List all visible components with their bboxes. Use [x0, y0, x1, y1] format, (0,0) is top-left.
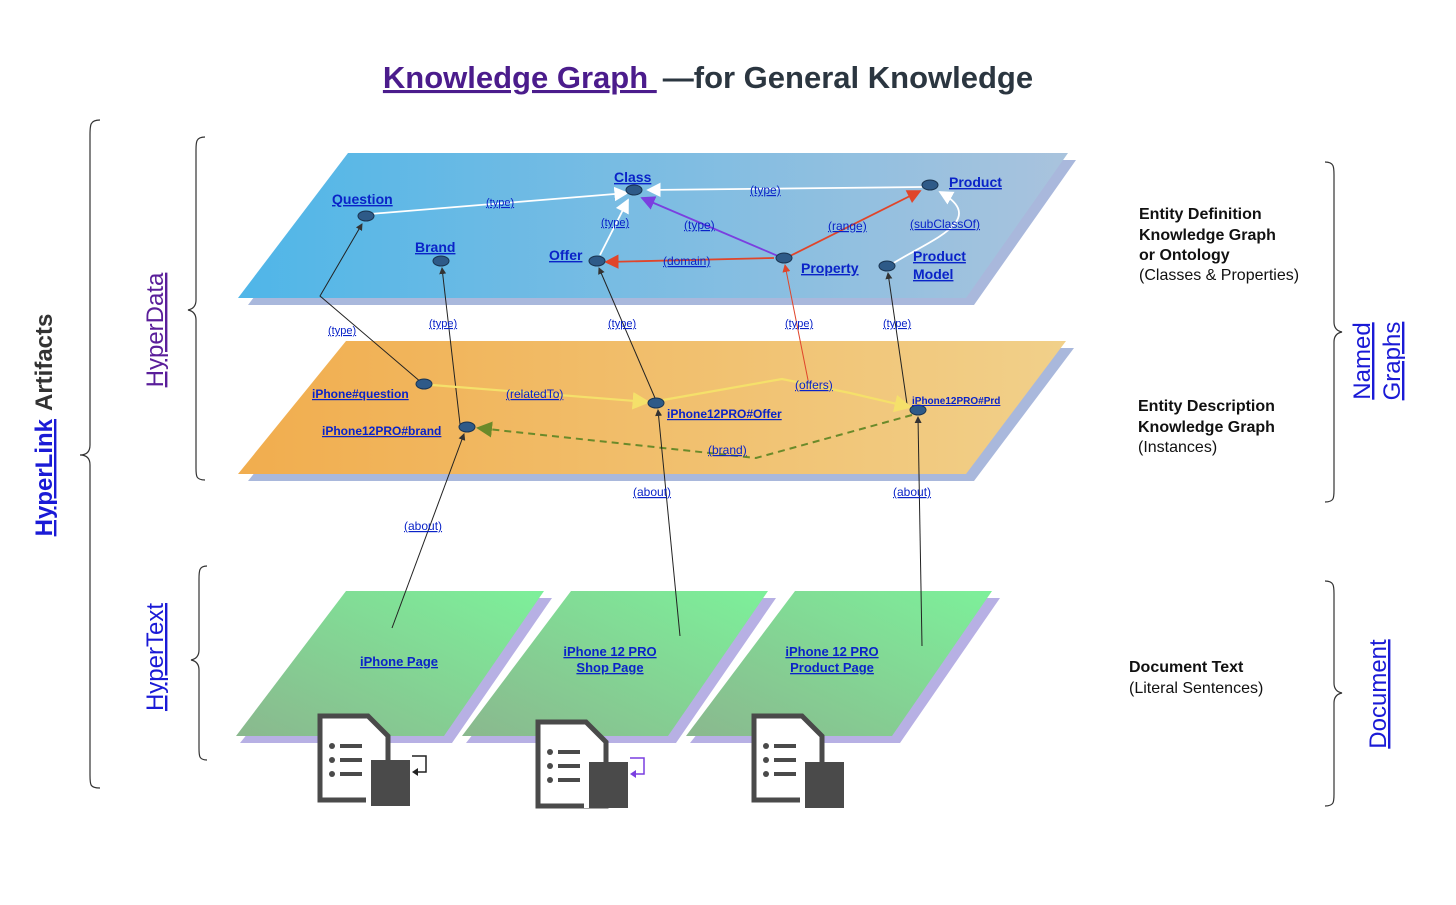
label-question[interactable]: Question: [332, 191, 393, 207]
label-class[interactable]: Class: [614, 169, 652, 185]
label-iphone-question[interactable]: iPhone#question: [312, 387, 409, 401]
about-label-3[interactable]: (about): [893, 485, 931, 499]
node-product-model[interactable]: [878, 260, 896, 272]
hypertext-brace: [190, 565, 208, 761]
hyperlink-link[interactable]: HyperLink: [31, 418, 58, 536]
node-class[interactable]: [625, 184, 643, 196]
edge-label-domain[interactable]: (domain): [663, 254, 710, 268]
type-link-brand: [439, 267, 461, 425]
label-property[interactable]: Property: [801, 260, 859, 276]
edge-property-class: [640, 196, 779, 257]
doc2-plane[interactable]: [462, 591, 768, 736]
edge-label-offer-type[interactable]: (type): [601, 217, 629, 229]
page-title: Knowledge Graph —for General Knowledge: [383, 60, 1033, 95]
type-link-offers-property: [782, 264, 809, 381]
node-iphone12pro-prd[interactable]: [909, 404, 927, 416]
doc2-label-line2[interactable]: Shop Page: [576, 660, 643, 675]
node-offer[interactable]: [588, 255, 606, 267]
edge-label-brand[interactable]: (brand): [708, 443, 747, 457]
document-brace: [1324, 580, 1343, 807]
edge-label-product-type[interactable]: (type): [750, 183, 781, 197]
edge-subclassof: [891, 191, 960, 265]
type-label-product[interactable]: (type): [883, 318, 911, 330]
edge-label-subclassof[interactable]: (subClassOf): [910, 217, 980, 231]
document-book-icon-3: [751, 713, 844, 808]
document-book-icon-1: [317, 713, 427, 806]
node-product[interactable]: [921, 179, 939, 191]
title-rest: —for General Knowledge: [663, 60, 1033, 95]
doc1-label[interactable]: iPhone Page: [360, 654, 438, 669]
type-label-property[interactable]: (type): [785, 318, 813, 330]
ontology-desc-line3: or Ontology: [1139, 247, 1230, 264]
instance-desc-line1: Entity Description: [1138, 398, 1275, 415]
about-label-1[interactable]: (about): [404, 519, 442, 533]
type-label-brand[interactable]: (type): [429, 318, 457, 330]
edge-label-property-type[interactable]: (type): [684, 218, 715, 232]
edge-question-class: [369, 186, 629, 215]
label-product-model-line1[interactable]: Product: [913, 248, 966, 264]
doc3-label-line2[interactable]: Product Page: [790, 660, 874, 675]
ontology-desc-line1: Entity Definition: [1139, 206, 1262, 223]
document-desc: Document Text: [1129, 659, 1244, 676]
label-iphone12pro-brand[interactable]: iPhone12PRO#brand: [322, 424, 441, 438]
artifacts-text: Artifacts: [31, 314, 58, 411]
type-label-question[interactable]: (type): [328, 325, 356, 337]
type-link-offer: [598, 267, 656, 399]
node-brand[interactable]: [432, 255, 450, 267]
doc3-plane[interactable]: [686, 591, 992, 736]
type-link-product: [885, 272, 908, 405]
document-book-icon-2: [535, 719, 645, 809]
ontology-desc-line2: Knowledge Graph: [1139, 227, 1276, 244]
label-iphone12pro-prd[interactable]: iPhone12PRO#Prd: [912, 396, 1000, 407]
title-link[interactable]: Knowledge Graph: [383, 60, 657, 95]
node-iphone12pro-offer[interactable]: [647, 397, 665, 409]
edge-relatedto: [431, 383, 651, 410]
label-product-model-line2[interactable]: Model: [913, 266, 953, 282]
edge-product-class: [646, 182, 923, 198]
document-desc-note: (Literal Sentences): [1129, 680, 1263, 697]
edge-brand: [476, 414, 913, 460]
label-brand[interactable]: Brand: [415, 239, 455, 255]
named-graphs-line2[interactable]: Graphs: [1379, 322, 1406, 401]
edge-label-offers[interactable]: (offers): [795, 378, 833, 392]
hyperlink-brace: [79, 119, 101, 789]
edge-range: [789, 190, 922, 257]
about-link-3: [914, 416, 923, 647]
hyperdata-brace: [187, 136, 206, 481]
about-label-2[interactable]: (about): [633, 485, 671, 499]
type-link-question: [319, 223, 423, 384]
edge-domain: [604, 254, 775, 269]
node-iphone-question[interactable]: [415, 378, 433, 390]
label-iphone12pro-offer[interactable]: iPhone12PRO#Offer: [667, 407, 782, 421]
ontology-desc-note: (Classes & Properties): [1139, 267, 1299, 284]
hyperlink-artifacts-label: HyperLink Artifacts: [31, 314, 58, 537]
hyperdata-link[interactable]: HyperData: [142, 272, 169, 387]
instance-desc-note: (Instances): [1138, 439, 1217, 456]
edge-offer-class: [599, 198, 629, 256]
label-offer[interactable]: Offer: [549, 247, 583, 263]
label-product[interactable]: Product: [949, 174, 1002, 190]
about-link-1: [391, 433, 466, 629]
document-link[interactable]: Document: [1365, 639, 1392, 749]
edge-offers: [662, 377, 913, 413]
doc2-label-line1[interactable]: iPhone 12 PRO: [563, 644, 656, 659]
instance-desc-line2: Knowledge Graph: [1138, 419, 1275, 436]
edge-label-relatedto[interactable]: (relatedTo): [506, 387, 563, 401]
node-property[interactable]: [775, 252, 793, 264]
node-question[interactable]: [357, 210, 375, 222]
hypertext-link[interactable]: HyperText: [142, 603, 169, 711]
about-link-2: [655, 409, 681, 637]
edge-label-range[interactable]: (range): [828, 219, 867, 233]
named-graphs-brace: [1324, 161, 1343, 503]
type-label-offer[interactable]: (type): [608, 318, 636, 330]
edge-label-question-type[interactable]: (type): [486, 197, 514, 209]
named-graphs-line1[interactable]: Named: [1349, 322, 1376, 399]
node-iphone12pro-brand[interactable]: [458, 421, 476, 433]
doc3-label-line1[interactable]: iPhone 12 PRO: [785, 644, 878, 659]
doc1-plane[interactable]: [236, 591, 544, 736]
